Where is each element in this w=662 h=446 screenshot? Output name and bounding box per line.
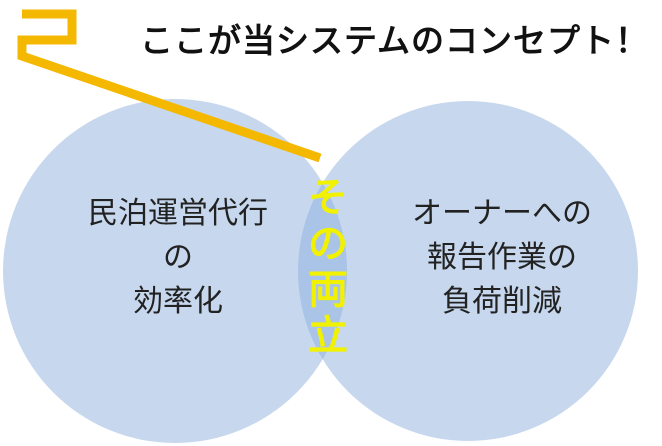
intersection-char: 両 <box>308 267 348 313</box>
intersection-char: の <box>308 221 348 267</box>
callout-pointer <box>17 9 322 163</box>
left-circle-label: 民泊運営代行 の 効率化 <box>58 192 298 324</box>
right-label-line: 報告作業の <box>427 240 577 275</box>
right-circle <box>298 101 638 441</box>
intersection-label: そ の 両 立 <box>300 175 356 359</box>
right-label-line: オーナーへの <box>412 196 592 231</box>
headline: ここが当システムのコンセプト！ <box>140 21 650 60</box>
intersection-char: 立 <box>308 313 348 359</box>
left-label-line: 民泊運営代行 <box>88 196 268 231</box>
left-circle <box>3 99 347 443</box>
right-circle-label: オーナーへの 報告作業の 負荷削減 <box>382 192 622 324</box>
left-label-line: 効率化 <box>133 284 223 319</box>
intersection-char: そ <box>308 175 348 221</box>
left-label-line: の <box>163 240 193 275</box>
right-label-line: 負荷削減 <box>442 284 562 319</box>
